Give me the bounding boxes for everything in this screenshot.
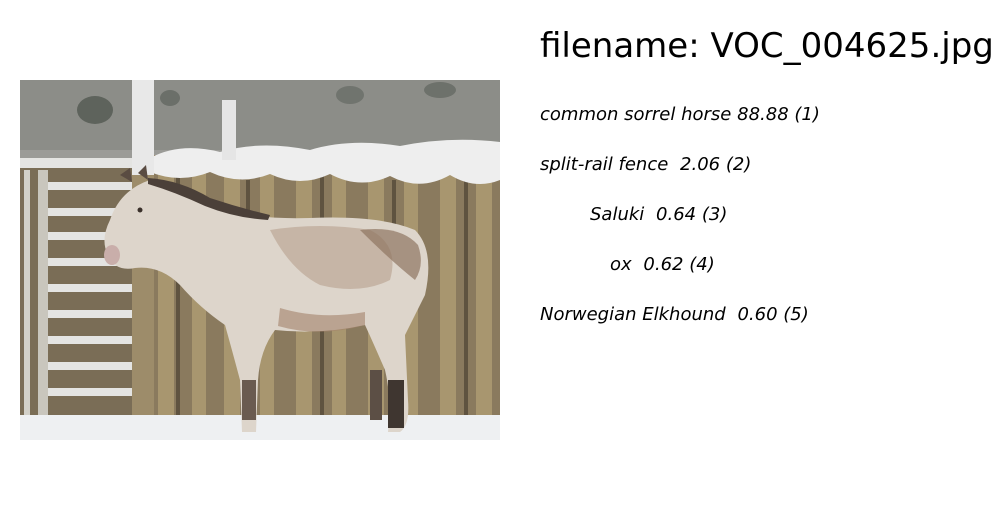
prediction-score: 88.88 (737, 104, 789, 125)
prediction-rank: (2) (725, 154, 752, 175)
prediction-score: 0.64 (656, 204, 697, 225)
prediction-rank: (5) (783, 304, 809, 325)
prediction-rank: (4) (689, 254, 715, 275)
prediction-score: 0.60 (737, 304, 778, 325)
filename-label: filename: (540, 26, 700, 66)
horse-fence-photo (20, 80, 500, 440)
prediction-score: 2.06 (680, 154, 721, 175)
filename-heading: filename: VOC_004625.jpg (540, 24, 994, 68)
prediction-item: Norwegian Elkhound 0.60 (5) (540, 303, 809, 327)
prediction-rank: (3) (701, 204, 728, 225)
prediction-item: Saluki 0.64 (3) (590, 203, 727, 227)
prediction-rank: (1) (794, 104, 820, 125)
prediction-label: common sorrel horse (540, 104, 732, 125)
prediction-label: Saluki (590, 204, 645, 225)
prediction-item: ox 0.62 (4) (610, 253, 715, 277)
prediction-label: ox (610, 254, 632, 275)
filename-value: VOC_004625.jpg (710, 26, 994, 66)
prediction-label: split-rail fence (540, 154, 669, 175)
prediction-score: 0.62 (643, 254, 684, 275)
prediction-label: Norwegian Elkhound (540, 304, 726, 325)
prediction-item: common sorrel horse 88.88 (1) (540, 103, 820, 127)
prediction-item: split-rail fence 2.06 (2) (540, 153, 751, 177)
